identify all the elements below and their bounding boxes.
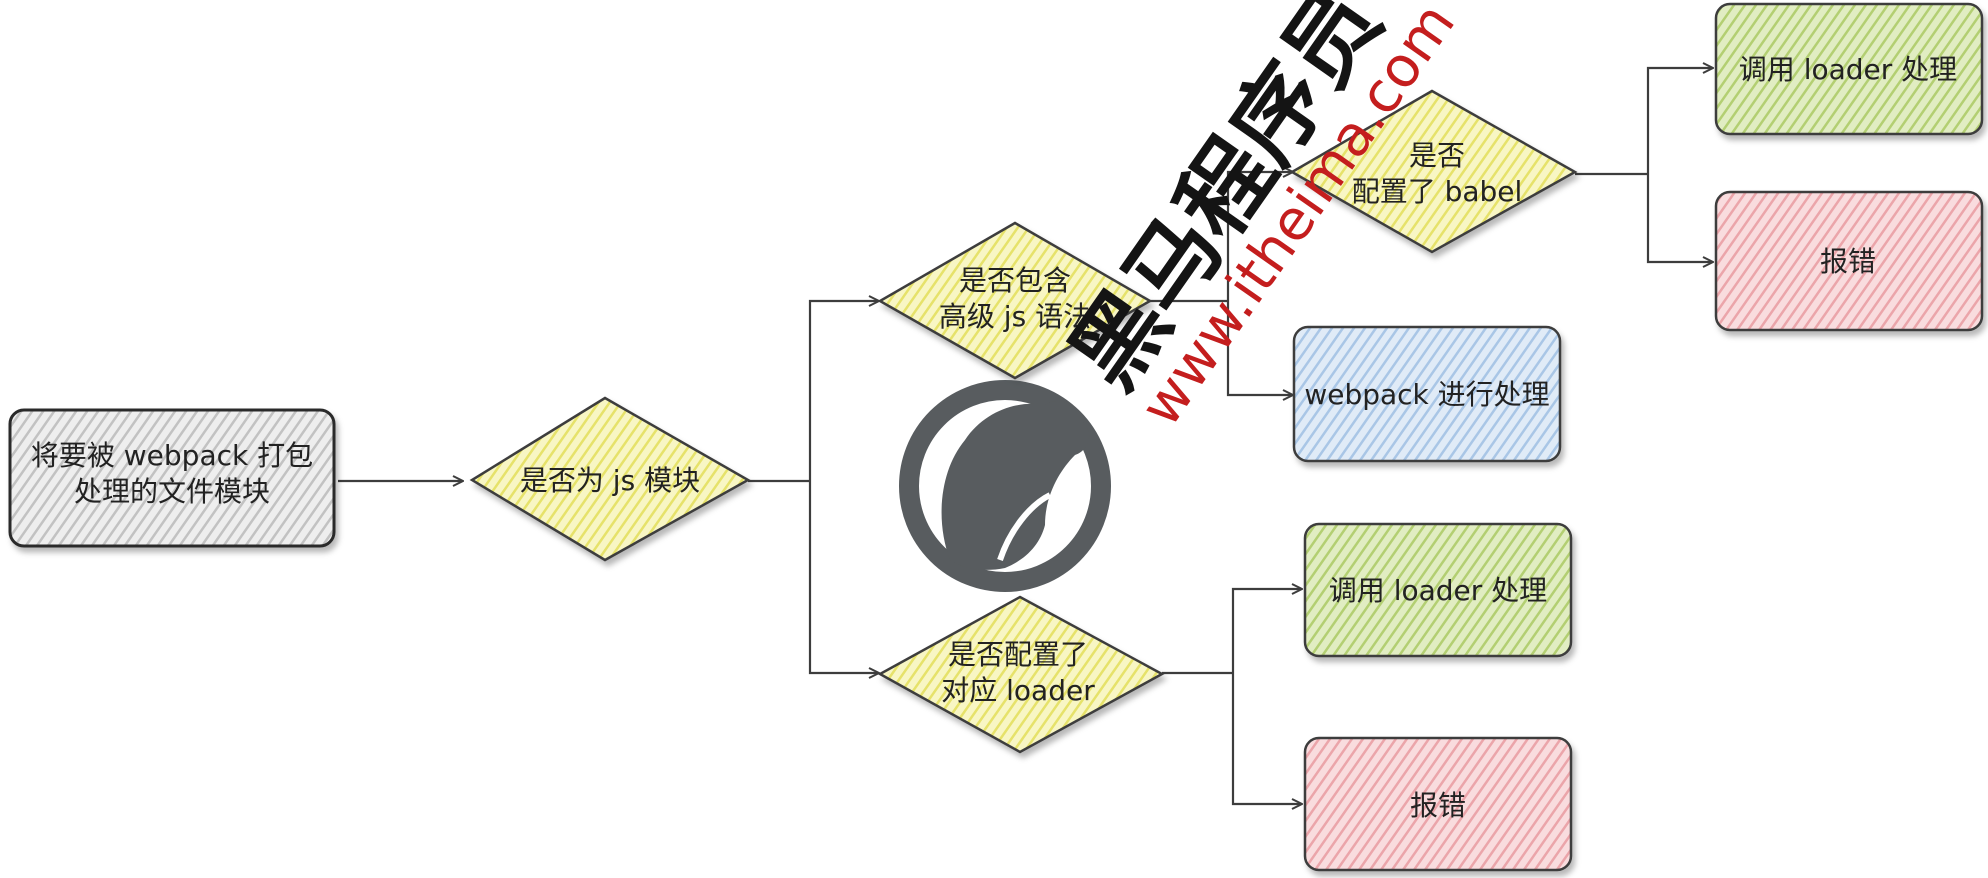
node-babel-cfg-shape	[1289, 89, 1578, 254]
node-start-line-1: 将要被 webpack 打包	[31, 439, 313, 472]
node-error-top-shape	[1714, 190, 1984, 332]
node-start: 将要被 webpack 打包 处理的文件模块	[8, 408, 336, 548]
node-loader-cfg-line-2: 对应 loader	[941, 674, 1095, 707]
edge-loader-cfg-to-call-loader	[1231, 589, 1301, 673]
edge-is-js-to-adv-syntax	[808, 301, 878, 481]
node-error-top-line-1: 报错	[1820, 245, 1876, 278]
node-is-js-shape	[469, 396, 751, 562]
watermark-logo	[899, 380, 1111, 592]
node-error-bottom: 报错	[1303, 736, 1573, 872]
node-is-js-line-1: 是否为 js 模块	[520, 464, 700, 497]
node-loader-cfg-line-1: 是否配置了	[948, 638, 1088, 671]
horse-head-icon	[941, 400, 1090, 570]
edge-adv-syntax-to-webpack	[1226, 301, 1292, 395]
node-call-loader-bottom-shape	[1303, 522, 1573, 658]
node-babel-cfg: 是否 配置了 babel	[1289, 89, 1578, 254]
node-adv-syntax-line-1: 是否包含	[959, 264, 1071, 297]
edge-is-js-to-loader-cfg	[808, 481, 878, 673]
node-babel-cfg-line-1: 是否	[1409, 139, 1465, 172]
node-adv-syntax-line-2: 高级 js 语法	[939, 300, 1091, 333]
edge-babel-to-call-loader	[1646, 68, 1712, 174]
node-call-loader-top: 调用 loader 处理	[1714, 2, 1984, 136]
node-webpack-proc-shape	[1292, 325, 1562, 463]
connectors	[338, 68, 1712, 804]
node-error-top: 报错	[1714, 190, 1984, 332]
node-adv-syntax-shape	[877, 221, 1153, 380]
edge-loader-cfg-to-error	[1231, 673, 1301, 804]
node-babel-cfg-line-2: 配置了 babel	[1352, 175, 1523, 208]
edge-adv-syntax-to-babel	[1226, 172, 1292, 301]
node-webpack-proc-line-1: webpack 进行处理	[1304, 378, 1549, 411]
node-call-loader-bottom-line-1: 调用 loader 处理	[1329, 574, 1547, 607]
node-start-shape	[8, 408, 336, 548]
node-call-loader-top-line-1: 调用 loader 处理	[1739, 53, 1957, 86]
edge-babel-to-error	[1646, 174, 1712, 262]
node-start-line-2: 处理的文件模块	[74, 475, 270, 508]
node-adv-syntax: 是否包含 高级 js 语法	[877, 221, 1153, 380]
node-error-bottom-line-1: 报错	[1410, 789, 1466, 822]
node-is-js: 是否为 js 模块	[469, 396, 751, 562]
node-call-loader-bottom: 调用 loader 处理	[1303, 522, 1573, 658]
node-call-loader-top-shape	[1714, 2, 1984, 136]
node-loader-cfg: 是否配置了 对应 loader	[877, 595, 1165, 754]
node-error-bottom-shape	[1303, 736, 1573, 872]
node-loader-cfg-shape	[877, 595, 1165, 754]
node-webpack-proc: webpack 进行处理	[1292, 325, 1562, 463]
